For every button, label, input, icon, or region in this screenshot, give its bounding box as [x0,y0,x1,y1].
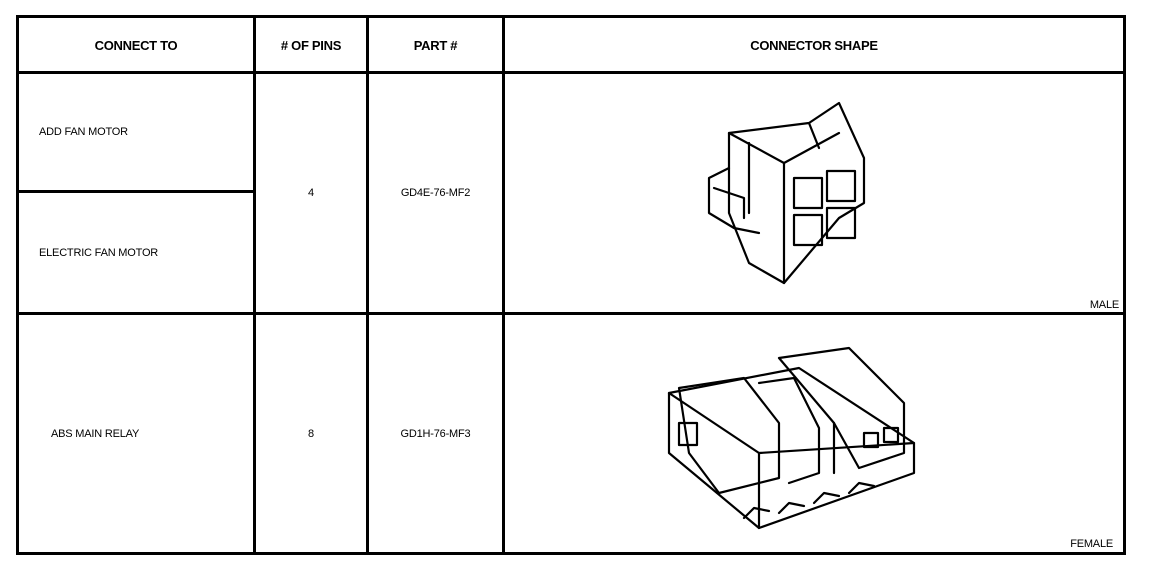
column-divider [502,18,505,552]
connect-to-cell: ADD FAN MOTOR [39,126,128,138]
header-connect-to: CONNECT TO [94,38,178,53]
connector-4-pin-male-icon [707,101,866,285]
part-number-cell: GD1H-76-MF3 [400,427,471,440]
gender-label: FEMALE [1070,538,1113,550]
part-number-cell: GD4E-76-MF2 [400,187,471,199]
row-divider [19,312,1123,315]
gender-label: MALE [1089,299,1119,311]
pins-cell: 8 [308,427,314,440]
column-divider [366,18,369,552]
connect-to-cell: ABS MAIN RELAY [51,427,140,440]
header-part: PART # [413,38,458,53]
subrow-divider [19,190,253,193]
header-pins: # OF PINS [280,38,342,53]
column-divider [253,18,256,552]
header-divider [19,71,1123,74]
connect-to-cell: ELECTRIC FAN MOTOR [39,246,159,259]
connector-8-pin-female-icon [667,346,916,530]
connector-table: CONNECT TO # OF PINS PART # CONNECTOR SH… [16,15,1126,555]
pins-cell: 4 [308,187,314,199]
header-connector-shape: CONNECTOR SHAPE [750,38,878,53]
